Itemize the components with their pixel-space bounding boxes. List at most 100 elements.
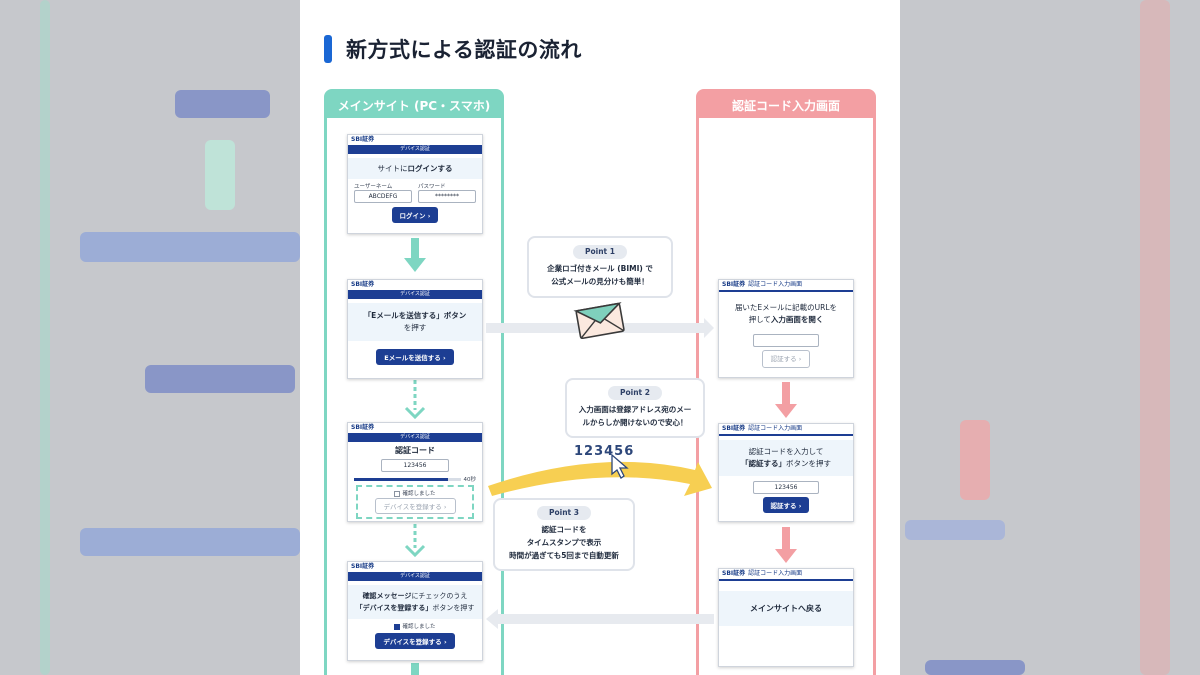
email-instruction-2: を押す: [403, 323, 427, 332]
point-2-label: Point 2: [608, 386, 662, 400]
transfer-code: 123456: [574, 444, 635, 459]
screen-band: デバイス認証: [348, 433, 482, 442]
timer-label: 40秒: [463, 477, 477, 483]
point-1-label: Point 1: [573, 245, 627, 259]
register-device-button-disabled[interactable]: デバイスを登録する ›: [374, 498, 456, 514]
login-heading: サイトにログインする: [348, 158, 482, 179]
checkbox-checked-icon[interactable]: [394, 623, 401, 630]
authenticate-button-disabled[interactable]: 認証する ›: [761, 350, 811, 368]
checkbox-icon[interactable]: [394, 490, 401, 497]
background-shape: [925, 660, 1025, 675]
pink-arrow-shaft: [782, 527, 790, 551]
title-accent-bar: [324, 35, 332, 63]
screen-band-line: [719, 290, 853, 292]
back-to-main-text: メインサイトへ戻る: [719, 591, 853, 626]
screen-send-email: SBI証券 デバイス認証 「Eメールを送信する」ボタン を押す Eメールを送信す…: [347, 279, 483, 379]
envelope-icon: [573, 302, 625, 340]
screen-open-entry: SBI証券認証コード入力画面 届いたEメールに記載のURLを 押して入力画面を開…: [718, 279, 854, 378]
screen-subtitle: 認証コード入力画面: [748, 281, 803, 288]
grey-transfer-head: [704, 318, 714, 338]
username-label: ユーザーネーム: [354, 184, 393, 190]
code-entry-field-filled[interactable]: 123456: [753, 481, 819, 494]
auth-code-heading: 認証コード: [395, 446, 435, 455]
screen-back-to-main: SBI証券認証コード入力画面 メインサイトへ戻る: [718, 568, 854, 667]
code-entry-field[interactable]: [753, 334, 819, 347]
brand-logo: SBI証券: [351, 281, 375, 288]
grey-return-head: [486, 609, 498, 629]
username-field[interactable]: ABCDEFG: [354, 190, 412, 203]
pink-arrow-head: [775, 404, 797, 418]
background-shape: [175, 90, 270, 118]
screen-subtitle: 認証コード入力画面: [748, 570, 803, 577]
teal-arrow-shaft: [411, 663, 419, 675]
timer-bar: [354, 477, 461, 481]
timer-bar-fill: [354, 477, 448, 481]
background-shape: [1140, 0, 1170, 675]
screen-band: デバイス認証: [348, 290, 482, 299]
pink-arrow-head: [775, 549, 797, 563]
lane-code-entry-header: 認証コード入力画面: [699, 92, 873, 118]
screen-band: デバイス認証: [348, 145, 482, 154]
enter-instruction: 認証コードを入力して: [748, 447, 824, 456]
teal-dashed-head: [404, 406, 426, 420]
open-instruction-2: 押して入力画面を開く: [748, 315, 824, 324]
yellow-curve-arrow: [488, 461, 712, 496]
register-instruction: 確認メッセージにチェックのうえ: [362, 592, 468, 600]
chevron-right-icon: ›: [443, 503, 447, 511]
register-confirm-box: 確認しました デバイスを登録する ›: [356, 485, 474, 519]
lane-main-site: メインサイト (PC・スマホ): [324, 89, 504, 675]
background-shape: [960, 420, 990, 500]
point-3-label: Point 3: [537, 506, 591, 520]
send-email-button[interactable]: Eメールを送信する ›: [376, 349, 454, 365]
background-shape: [205, 140, 235, 210]
enter-instruction-2: 「認証する」ボタンを押す: [741, 459, 831, 468]
title-row: 新方式による認証の流れ: [324, 34, 582, 64]
chevron-right-icon: ›: [443, 638, 447, 646]
background-shape: [80, 528, 300, 556]
lane-main-site-header: メインサイト (PC・スマホ): [327, 92, 501, 118]
register-device-button[interactable]: デバイスを登録する ›: [375, 633, 455, 649]
register-instruction-2: 「デバイスを登録する」ボタンを押す: [355, 604, 475, 612]
screen-band-line: [719, 434, 853, 436]
brand-logo: SBI証券: [722, 570, 746, 577]
open-instruction: 届いたEメールに記載のURLを: [734, 303, 838, 312]
teal-dashed-head: [404, 544, 426, 558]
screen-subtitle: 認証コード入力画面: [748, 425, 803, 432]
teal-arrow-head: [404, 258, 426, 272]
cursor-icon: [611, 453, 629, 479]
screen-login: SBI証券 デバイス認証 サイトにログインする ユーザーネーム ABCDEFG …: [347, 134, 483, 234]
screen-band-line: [719, 579, 853, 581]
login-button[interactable]: ログイン ›: [391, 207, 439, 223]
brand-logo: SBI証券: [351, 424, 375, 431]
teal-arrow-shaft: [411, 238, 419, 260]
background-shape: [40, 0, 50, 675]
screen-enter-code: SBI証券認証コード入力画面 認証コードを入力して 「認証する」ボタンを押す 1…: [718, 423, 854, 522]
background-shape: [80, 232, 300, 262]
brand-logo: SBI証券: [351, 136, 375, 143]
authenticate-button[interactable]: 認証する ›: [762, 497, 810, 513]
brand-logo: SBI証券: [351, 563, 375, 570]
page-title: 新方式による認証の流れ: [346, 38, 582, 62]
point-1-callout: Point 1 企業ロゴ付きメール (BIMI) で 公式メールの見分けも簡単！: [527, 236, 673, 298]
chevron-right-icon: ›: [798, 355, 802, 363]
brand-logo: SBI証券: [722, 425, 746, 432]
screen-band: デバイス認証: [348, 572, 482, 581]
brand-logo: SBI証券: [722, 281, 746, 288]
flow-connectors: [404, 238, 797, 675]
chevron-right-icon: ›: [427, 212, 431, 220]
auth-code-display: 123456: [381, 459, 449, 472]
password-label: パスワード: [418, 184, 446, 190]
background-shape: [145, 365, 295, 393]
screen-auth-code: SBI証券 デバイス認証 認証コード 123456 40秒 確認しました デバイ…: [347, 422, 483, 522]
email-instruction: 「Eメールを送信する」ボタン: [363, 311, 467, 320]
pink-arrow-shaft: [782, 382, 790, 406]
chevron-right-icon: ›: [443, 354, 446, 362]
grey-return-bar: [496, 614, 714, 624]
chevron-right-icon: ›: [798, 502, 802, 510]
background-shape: [905, 520, 1005, 540]
screen-register-device: SBI証券 デバイス認証 確認メッセージにチェックのうえ 「デバイスを登録する」…: [347, 561, 483, 661]
password-field[interactable]: ********: [418, 190, 476, 203]
point-2-callout: Point 2 入力画面は登録アドレス宛のメー ルからしか開けないので安心！: [565, 378, 705, 438]
point-3-callout: Point 3 認証コードを タイムスタンプで表示 時間が過ぎても5回まで自動更…: [493, 498, 635, 571]
flow-infographic: 新方式による認証の流れ メインサイト (PC・スマホ) 認証コード入力画面: [300, 0, 900, 675]
